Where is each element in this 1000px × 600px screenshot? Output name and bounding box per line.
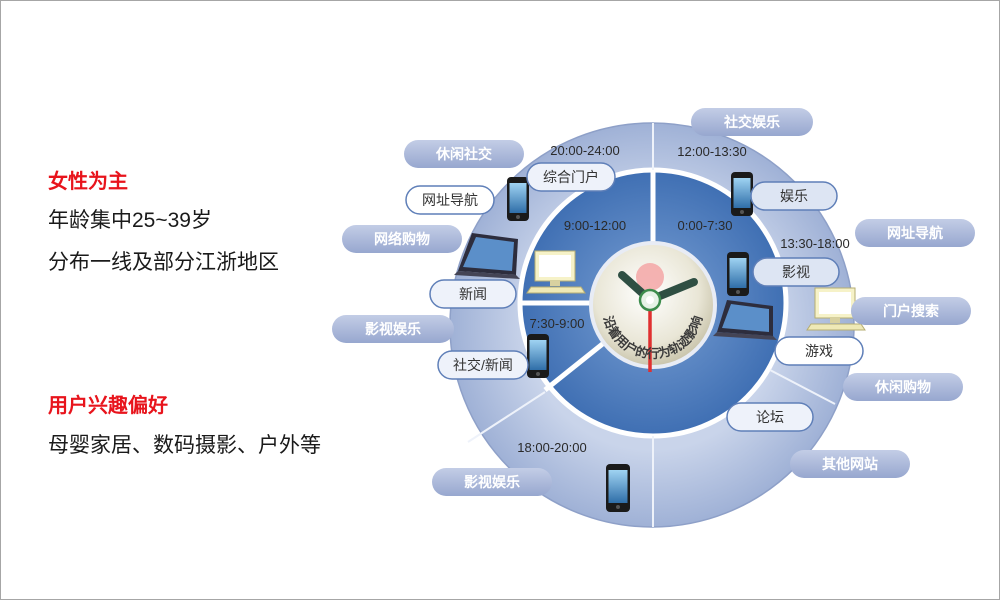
tablet-icon [454, 233, 520, 279]
smartphone-icon [507, 177, 529, 221]
svg-text:影视娱乐: 影视娱乐 [365, 321, 421, 337]
svg-text:社交/新闻: 社交/新闻 [453, 357, 513, 373]
interests-text: 母婴家居、数码摄影、户外等 [48, 434, 321, 457]
age-range-text: 年龄集中25~39岁 [48, 209, 212, 232]
svg-text:网址导航: 网址导航 [887, 225, 943, 241]
smartphone-icon [731, 172, 753, 216]
time-slot-1330-18: 13:30-18:00 [780, 236, 849, 251]
svg-text:综合门户: 综合门户 [543, 169, 599, 185]
time-slot-12-1330: 12:00-13:30 [677, 144, 746, 159]
inner-label-video: 影视 [752, 257, 840, 287]
inner-label-entertainment: 娱乐 [750, 181, 838, 211]
svg-text:休闲购物: 休闲购物 [874, 379, 931, 395]
outer-label-leisure-shopping: 休闲购物 [843, 373, 963, 401]
svg-text:游戏: 游戏 [805, 343, 833, 359]
outer-label-portal-search: 门户搜索 [851, 297, 971, 325]
outer-label-web-navigation: 网址导航 [855, 219, 975, 247]
outer-label-social-entertainment: 社交娱乐 [691, 108, 813, 136]
inner-label-web-navigation: 网址导航 [405, 185, 495, 215]
smartphone-icon [527, 334, 549, 378]
inner-label-portal: 综合门户 [526, 162, 616, 192]
svg-text:社交娱乐: 社交娱乐 [723, 114, 780, 130]
smartphone-icon [606, 464, 630, 512]
outer-label-online-shopping: 网络购物 [342, 225, 462, 253]
time-slot-9-12: 9:00-12:00 [564, 218, 626, 233]
svg-text:新闻: 新闻 [459, 286, 487, 302]
inner-label-forum: 论坛 [726, 402, 814, 432]
inner-label-news: 新闻 [429, 279, 517, 309]
svg-text:影视: 影视 [782, 264, 810, 280]
outer-label-leisure-social: 休闲社交 [404, 140, 524, 168]
time-slot-0-730: 0:00-7:30 [678, 218, 733, 233]
time-slot-20-24: 20:00-24:00 [550, 143, 619, 158]
inner-label-games: 游戏 [774, 336, 864, 366]
outer-label-video-entertainment: 影视娱乐 [332, 315, 454, 343]
desktop-pc-icon [526, 250, 586, 294]
outer-ring-dividers [467, 123, 836, 527]
svg-text:门户搜索: 门户搜索 [883, 303, 939, 319]
region-text: 分布一线及部分江浙地区 [48, 251, 279, 274]
svg-text:其他网站: 其他网站 [822, 456, 878, 472]
time-slot-730-9: 7:30-9:00 [530, 316, 585, 331]
svg-text:休闲社交: 休闲社交 [435, 146, 492, 162]
svg-text:影视娱乐: 影视娱乐 [464, 474, 520, 490]
heading-female-dominant: 女性为主 [48, 171, 128, 193]
svg-text:网络购物: 网络购物 [374, 231, 430, 247]
outer-label-video-entertainment-2: 影视娱乐 [432, 468, 552, 496]
inner-label-social-news: 社交/新闻 [437, 350, 529, 380]
clock-icon [589, 241, 717, 372]
desktop-pc-icon [806, 287, 866, 331]
svg-text:网址导航: 网址导航 [422, 192, 478, 208]
smartphone-icon [727, 252, 749, 296]
outer-label-other-sites: 其他网站 [790, 450, 910, 478]
time-slot-18-20: 18:00-20:00 [517, 440, 586, 455]
tablet-icon [713, 300, 777, 340]
svg-text:娱乐: 娱乐 [780, 188, 808, 204]
heading-user-interests: 用户兴趣偏好 [48, 395, 168, 417]
svg-text:论坛: 论坛 [756, 409, 784, 425]
